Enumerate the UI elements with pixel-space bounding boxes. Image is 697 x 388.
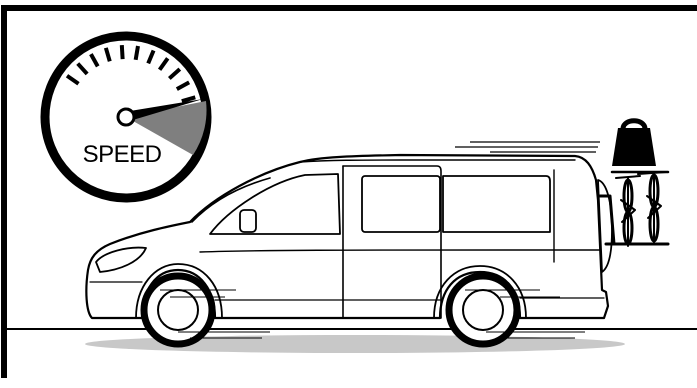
needle-hub [118,109,134,125]
rear-window [443,176,550,232]
speed-label: SPEED [82,141,162,169]
front-wheel [144,276,212,344]
speedometer-tick [136,46,138,60]
speedometer [45,36,207,198]
side-mirror [240,210,256,232]
door-window [362,176,440,232]
speedometer-tick [122,45,123,59]
rear-wheel [449,276,517,344]
